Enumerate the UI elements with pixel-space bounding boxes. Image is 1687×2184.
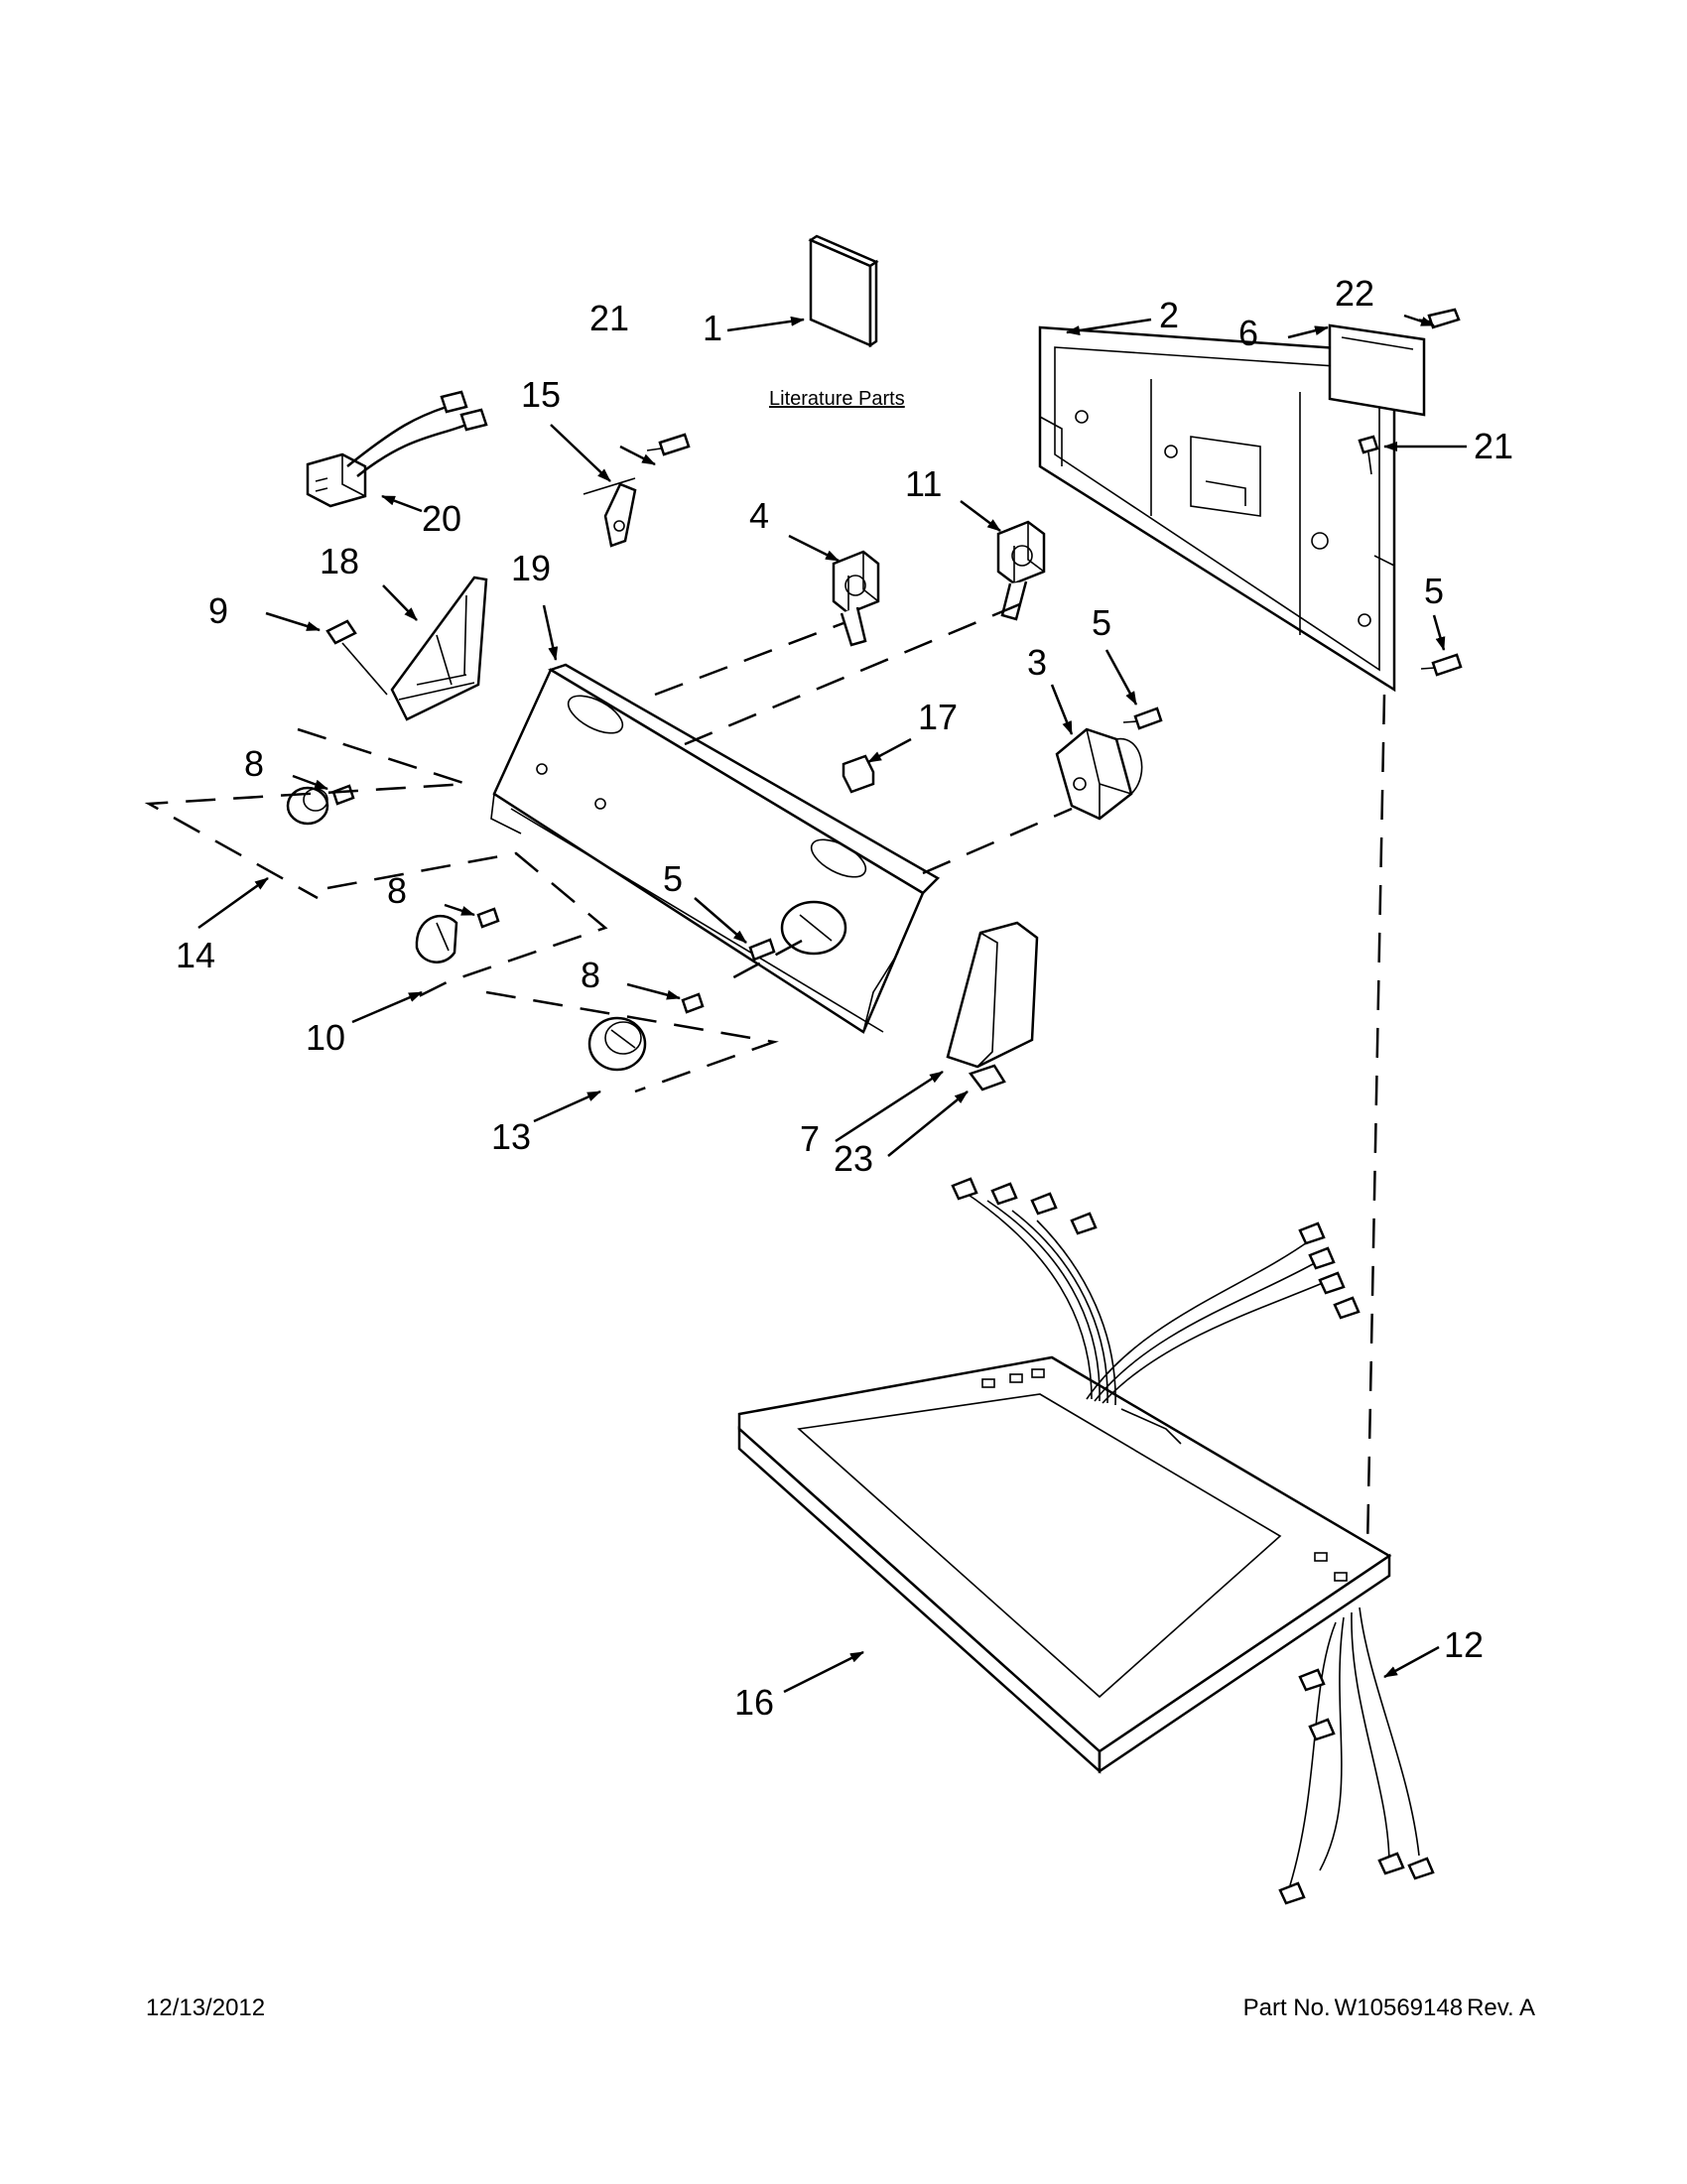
leader-arrows	[197, 314, 1467, 1694]
callout-12: 12	[1444, 1624, 1484, 1665]
part-screw-22	[1418, 308, 1461, 329]
callout-7: 7	[800, 1118, 820, 1159]
part-literature-booklet	[808, 234, 879, 348]
callout-16: 16	[734, 1682, 774, 1723]
part-clip-23	[968, 1064, 1006, 1092]
part-screw-5-console	[748, 900, 847, 962]
part-top-panel-16	[737, 1355, 1392, 1774]
part-control-console-19	[490, 663, 941, 1034]
callout-8b: 8	[387, 870, 407, 911]
part-insert-8-top	[331, 784, 355, 806]
part-end-cap-7	[946, 921, 1039, 1069]
callout-9: 9	[208, 590, 228, 631]
part-control-board	[1328, 323, 1426, 417]
callout-18: 18	[320, 541, 359, 581]
revision: Rev. A	[1467, 1994, 1535, 2021]
callout-13: 13	[491, 1116, 531, 1157]
callout-2: 2	[1159, 295, 1179, 335]
callout-8c: 8	[581, 955, 600, 995]
callout-20: 20	[422, 498, 461, 539]
part-end-cap-18	[390, 576, 488, 721]
callout-22: 22	[1335, 273, 1374, 314]
callout-labels: 1 2 3 4 5 5 5 6 7 8 8 8 9 10 11 12 13 14…	[176, 273, 1513, 1723]
callout-21b: 21	[1474, 426, 1513, 466]
part-knob-13	[587, 1016, 647, 1072]
part-screw-21-left	[646, 433, 691, 456]
part-screw-21-right	[1358, 435, 1379, 475]
callout-5c: 5	[663, 858, 683, 899]
callout-23: 23	[834, 1138, 873, 1179]
callout-10: 10	[306, 1017, 345, 1058]
callout-3: 3	[1027, 642, 1047, 683]
callout-11: 11	[905, 463, 942, 504]
part-clip-17	[842, 754, 875, 794]
callout-8a: 8	[244, 743, 264, 784]
wire-harness-lower	[1278, 1606, 1435, 1905]
callout-6: 6	[1238, 313, 1258, 353]
part-knob-10	[415, 914, 458, 964]
callout-5a: 5	[1424, 571, 1444, 611]
callout-4: 4	[749, 495, 769, 536]
part-screw-5-mid	[1122, 707, 1163, 730]
callout-1: 1	[703, 308, 722, 348]
part-timer-3	[1055, 727, 1143, 821]
callout-14: 14	[176, 935, 215, 975]
part-number: W10569148	[1334, 1994, 1464, 2021]
part-knob-14	[286, 786, 329, 826]
wire-harness-upper	[951, 1177, 1361, 1406]
part-screw-9	[325, 619, 388, 696]
part-rear-panel-bracket	[1038, 325, 1396, 693]
callout-21a: 21	[589, 298, 629, 338]
part-switch-11	[996, 520, 1046, 621]
footer-date: 12/13/2012	[146, 1994, 266, 2021]
literature-parts-label: Literature Parts	[769, 388, 905, 410]
callout-15: 15	[521, 374, 561, 415]
part-wire-harness-20	[306, 390, 488, 508]
part-insert-8-low	[681, 992, 705, 1014]
assembly-lines	[144, 601, 1386, 1549]
callout-19: 19	[511, 548, 551, 588]
callout-17: 17	[918, 697, 958, 737]
part-insert-8-mid	[476, 907, 500, 929]
part-clip-15	[583, 477, 637, 548]
part-screw-5-right	[1420, 653, 1463, 677]
part-switch-4	[832, 550, 880, 647]
part-label: Part No.	[1242, 1994, 1331, 2021]
callout-5b: 5	[1092, 602, 1111, 643]
